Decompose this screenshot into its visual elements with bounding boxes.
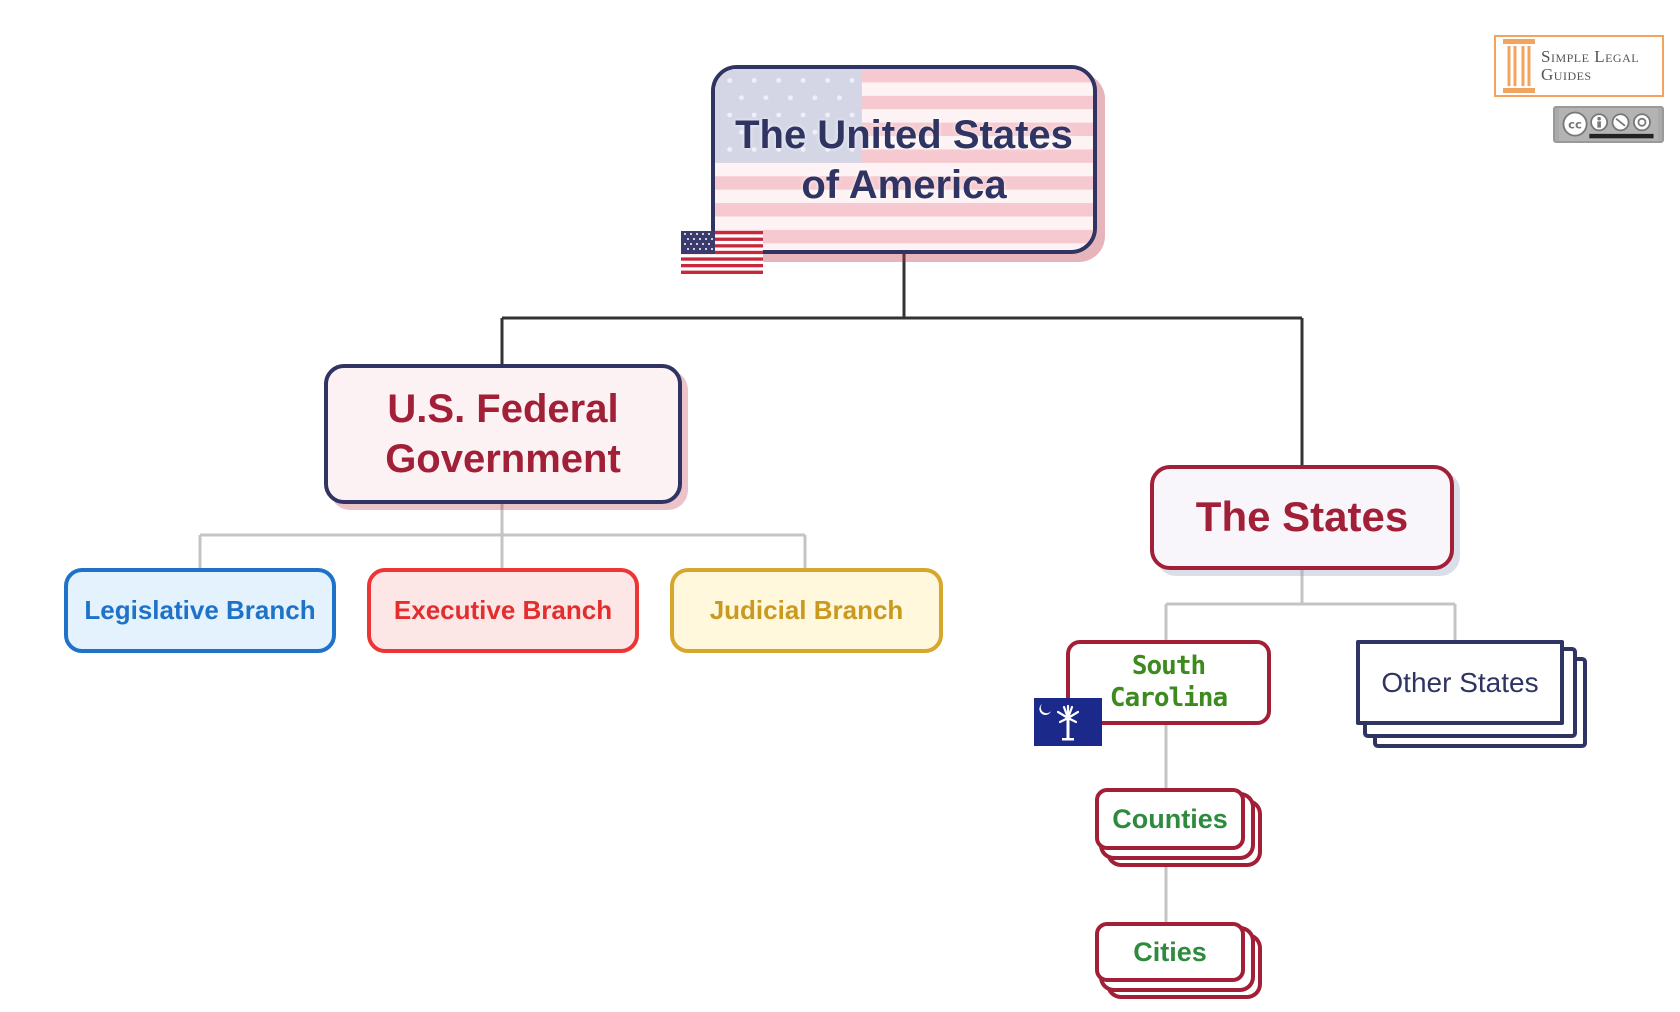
pillar-logo-icon <box>1503 39 1535 93</box>
node-south-carolina: South Carolina <box>1066 640 1271 725</box>
node-executive-branch: Executive Branch <box>367 568 639 653</box>
node-other-states-label: Other States <box>1381 666 1539 698</box>
node-judicial-branch: Judicial Branch <box>670 568 943 653</box>
node-other-states: Other States <box>1356 640 1564 725</box>
node-south-carolina-label: South Carolina <box>1109 651 1228 713</box>
node-federal-government: U.S. Federal Government <box>324 364 682 504</box>
logo-wordmark: Simple Legal Guides <box>1541 48 1639 84</box>
node-the-states-label: The States <box>1195 493 1409 541</box>
node-counties: Counties <box>1095 788 1245 850</box>
creative-commons-by-nc-sa-icon: cc <box>1553 106 1664 143</box>
node-legislative-branch: Legislative Branch <box>64 568 336 653</box>
svg-text:cc: cc <box>1568 118 1582 132</box>
united-states-line-2: of America <box>801 162 1007 207</box>
node-executive-branch-label: Executive Branch <box>393 594 613 625</box>
node-united-states-label: The United States of America <box>735 110 1073 210</box>
logo-line-1: Simple Legal <box>1541 47 1640 66</box>
logo-line-2: Guides <box>1541 65 1592 84</box>
federal-line-1: U.S. Federal <box>387 387 619 431</box>
us-flag-icon <box>681 231 763 274</box>
federal-line-2: Government <box>385 437 621 481</box>
node-counties-label: Counties <box>1112 803 1228 834</box>
south-carolina-flag-icon <box>1034 698 1102 746</box>
node-the-states: The States <box>1150 465 1454 570</box>
node-cities-label: Cities <box>1133 936 1207 967</box>
united-states-line-1: The United States <box>735 112 1073 157</box>
node-cities: Cities <box>1095 922 1245 982</box>
node-judicial-branch-label: Judicial Branch <box>709 594 904 625</box>
node-federal-government-label: U.S. Federal Government <box>385 384 621 484</box>
node-united-states: The United States of America <box>711 65 1097 254</box>
node-legislative-branch-label: Legislative Branch <box>84 594 316 625</box>
simple-legal-guides-logo: Simple Legal Guides <box>1494 35 1664 97</box>
us-flag-background-icon <box>715 69 1093 250</box>
